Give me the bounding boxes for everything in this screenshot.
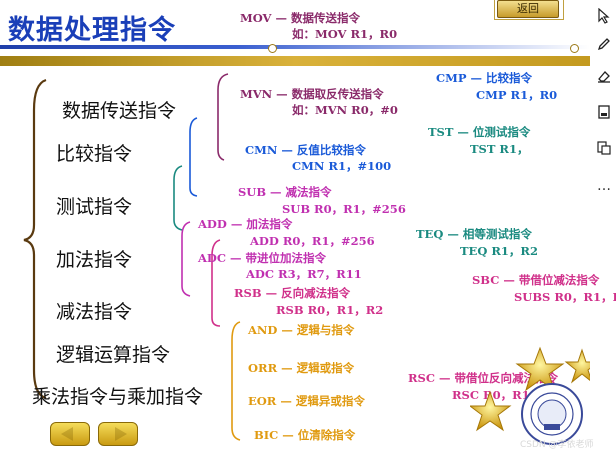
mvn-example: 如：MVN R0，#0 [292,102,398,118]
category-add: 加法指令 [56,245,132,272]
screen-icon[interactable] [594,104,614,124]
right-toolbar: … [590,0,616,452]
tst-example: TST R1， [470,141,528,157]
mvn-title: MVN — 数据取反传送指令 [240,86,384,102]
orr-title: ORR — 逻辑或指令 [248,360,354,376]
eraser-icon[interactable] [594,68,614,88]
eor-title: EOR — 逻辑异或指令 [248,393,365,409]
star-decoration [470,340,590,452]
adc-title: ADC — 带进位加法指令 [198,250,326,266]
star-icon [470,392,510,430]
bic-title: BIC — 位清除指令 [254,427,355,443]
category-logic: 逻辑运算指令 [56,340,170,367]
watermark: CSDN @李依老师 [520,437,594,450]
adc-example: ADC R3，R7，R11 [246,266,362,282]
sub-title: SUB — 减法指令 [238,184,332,200]
category-multiply: 乘法指令与乘加指令 [32,382,203,409]
star-icon [566,350,590,382]
category-test: 测试指令 [56,192,132,219]
next-page-button[interactable] [98,422,138,446]
cmn-title: CMN — 反值比较指令 [245,142,366,158]
category-data-transfer: 数据传送指令 [62,96,176,123]
category-compare: 比较指令 [56,139,132,166]
previous-page-button[interactable] [50,422,90,446]
copy-icon[interactable] [594,140,614,160]
sbc-example: SUBS R0，R1，R [514,289,616,305]
rsb-title: RSB — 反向减法指令 [234,285,350,301]
category-subtract: 减法指令 [56,297,132,324]
teq-example: TEQ R1，R2 [460,243,538,259]
rsb-example: RSB R0，R1，R2 [276,302,383,318]
sbc-title: SBC — 带借位减法指令 [472,272,599,288]
arrow-icon[interactable] [594,8,614,28]
cmn-example: CMN R1，#100 [292,158,391,174]
more-icon[interactable]: … [594,176,614,196]
add-title: ADD — 加法指令 [198,216,292,232]
tst-title: TST — 位测试指令 [428,124,530,140]
add-example: ADD R0，R1，#256 [250,233,375,249]
and-title: AND — 逻辑与指令 [248,322,354,338]
sub-example: SUB R0，R1，#256 [282,201,406,217]
teq-title: TEQ — 相等测试指令 [416,226,532,242]
cmp-title: CMP — 比较指令 [436,70,532,86]
pen-icon[interactable] [594,36,614,56]
cmp-example: CMP R1，R0 [476,87,557,103]
